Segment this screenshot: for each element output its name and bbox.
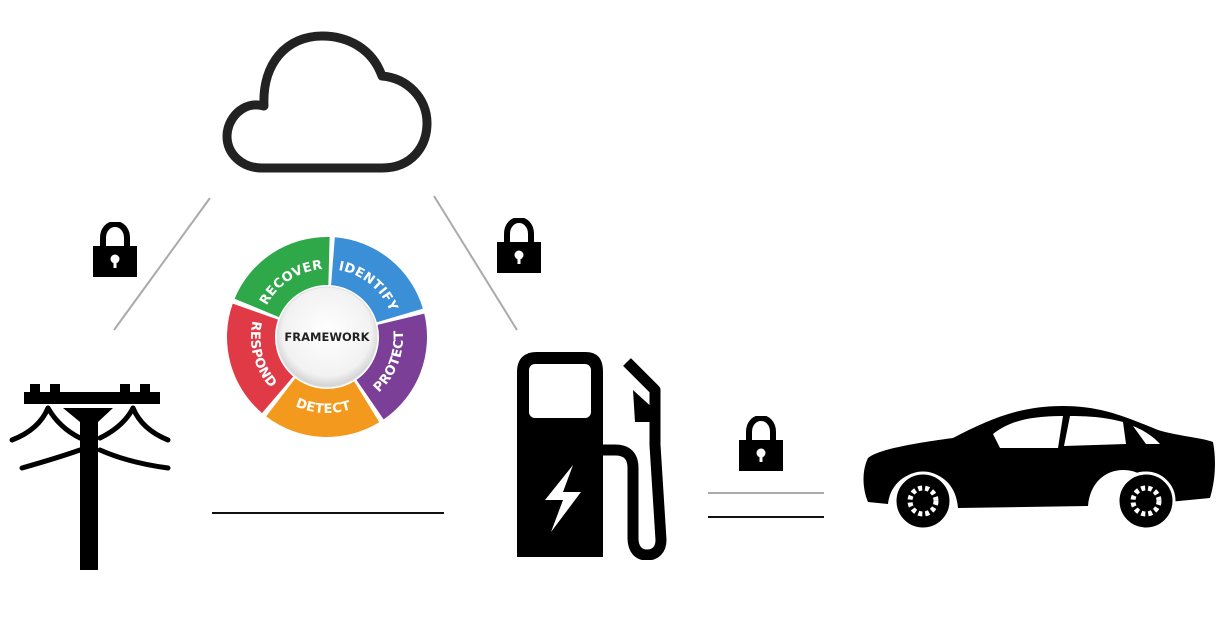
vehicle-node (858, 398, 1219, 528)
ev-charger-icon (517, 352, 667, 560)
link-grid-cloud (113, 197, 211, 331)
lock-icon (93, 222, 137, 277)
cloud-node (222, 28, 434, 178)
lock-grid-cloud (92, 222, 138, 278)
framework-segment-respond (227, 303, 294, 414)
framework-center (276, 286, 378, 388)
car-icon (863, 406, 1215, 528)
framework-segment-recover (234, 237, 330, 318)
framework-segment-detect (266, 378, 380, 437)
framework-segment-identify (331, 237, 423, 323)
lock-icon (739, 416, 783, 471)
framework-center-label: FRAMEWORK (284, 330, 370, 344)
framework-segment-label: DETECT (294, 396, 353, 417)
link-charger-cloud (433, 195, 518, 331)
framework-segment-protect (356, 313, 427, 420)
lightning-bolt-icon (545, 465, 581, 532)
lock-icon (497, 218, 541, 273)
lock-charger-cloud (496, 218, 542, 274)
lock-charger-car (738, 416, 784, 472)
utility-grid-node (8, 380, 173, 575)
power-pole-icon (9, 384, 171, 570)
cloud-icon (222, 31, 432, 173)
charging-station-node (515, 350, 680, 560)
